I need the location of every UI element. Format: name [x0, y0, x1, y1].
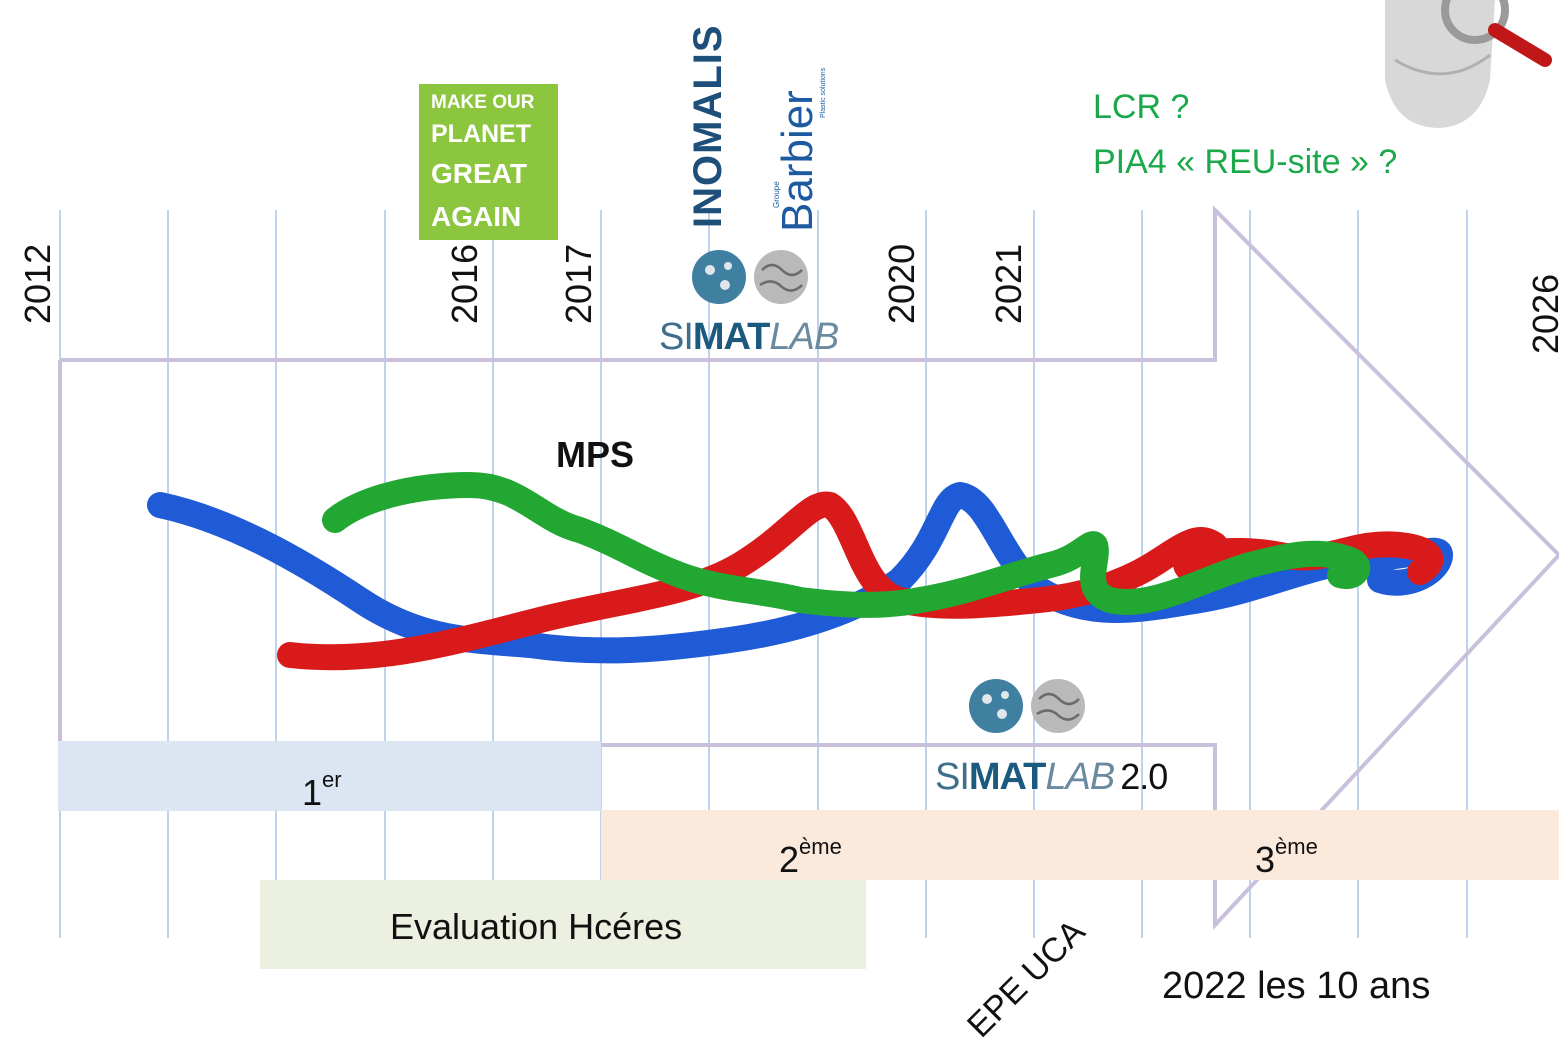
simatlab-lab: LAB: [769, 316, 839, 358]
anniversary-label: 2022 les 10 ans: [1162, 965, 1431, 1007]
polymer-strands: [147, 472, 1453, 671]
year-2026: 2026: [1525, 273, 1559, 354]
mopga-line3: GREAT: [431, 158, 527, 189]
phase-second-number: 2: [779, 839, 800, 880]
simatlab2-lab: LAB: [1045, 756, 1115, 798]
year-2020: 2020: [881, 243, 922, 324]
barbier-tagline: Plastic solutions: [820, 67, 827, 118]
magnifier-figure-icon: [1385, 0, 1552, 128]
simatlab2-version: 2.0: [1120, 756, 1168, 797]
simatlab-molecule-icon: [692, 250, 808, 304]
phase-first-number: 1: [302, 772, 323, 813]
mopga-logo: MAKE OUR PLANET GREAT AGAIN: [419, 84, 558, 240]
mopga-line1: MAKE OUR: [431, 92, 535, 113]
phase-first-suffix: er: [322, 767, 342, 792]
progress-arrow: [58, 205, 1559, 931]
year-2017: 2017: [558, 243, 599, 324]
phase-band-second-third: 2ème 3ème: [601, 810, 1559, 880]
simatlab2-mat: MAT: [968, 756, 1046, 798]
evaluation-label: Evaluation Hcéres: [390, 906, 683, 947]
mopga-line4: AGAIN: [431, 201, 522, 232]
phase-second-suffix: ème: [799, 834, 842, 859]
year-2021: 2021: [988, 243, 1029, 324]
simatlab2-si: SI: [935, 756, 970, 798]
phase-band-first: 1er: [58, 741, 601, 813]
inomalis-logo: INOMALIS: [686, 24, 730, 228]
pia4-question: PIA4 « REU-site » ?: [1093, 143, 1398, 181]
evaluation-band: Evaluation Hcéres: [260, 880, 866, 969]
phase-third-suffix: ème: [1275, 834, 1318, 859]
lcr-question: LCR ?: [1093, 88, 1190, 126]
barbier-groupe: Groupe: [772, 181, 781, 208]
simatlab2-molecule-icon: [969, 679, 1085, 733]
mps-label: MPS: [556, 434, 635, 475]
year-2016: 2016: [444, 243, 485, 324]
simatlab-logo: SIMATLAB: [659, 316, 839, 359]
strand-green: [322, 472, 1371, 618]
mopga-line2: PLANET: [431, 120, 531, 148]
barbier-logo: Barbier: [773, 90, 822, 232]
simatlab-si: SI: [659, 316, 694, 358]
phase-third-number: 3: [1255, 839, 1276, 880]
year-2012: 2012: [17, 243, 58, 324]
simatlab-mat: MAT: [692, 316, 770, 358]
